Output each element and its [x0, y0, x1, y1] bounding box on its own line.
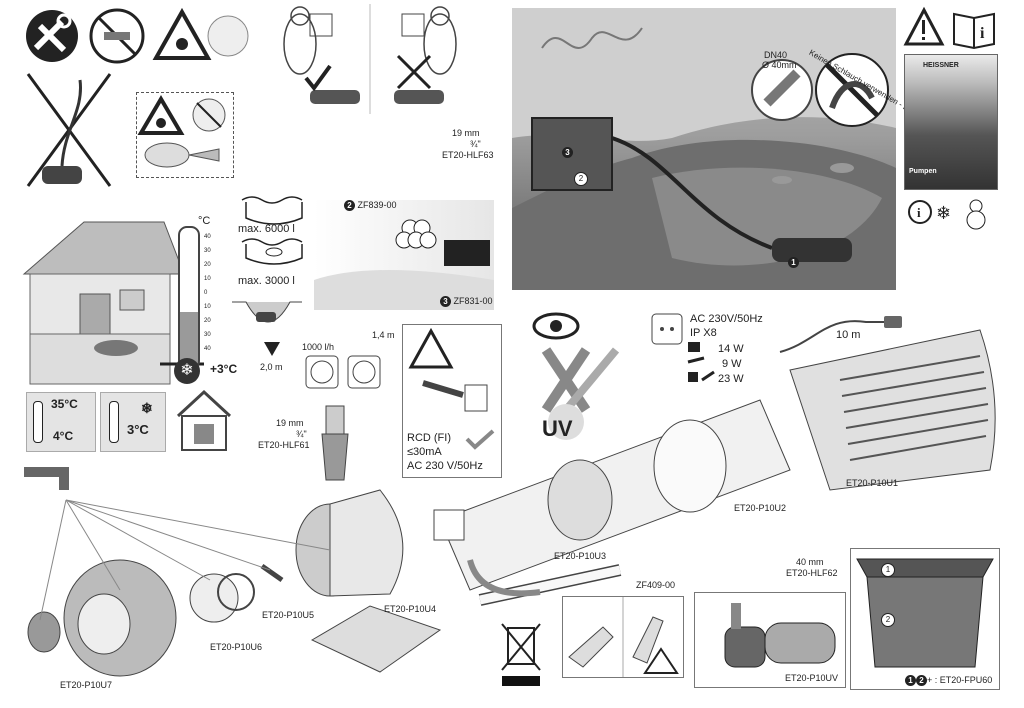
- storage-temp-box: 3°C ❄: [100, 392, 166, 452]
- part-u4-label: ET20-P10U4: [384, 604, 437, 614]
- gloves-illustration: [568, 597, 679, 677]
- freeze-temp-label: +3°C: [210, 362, 238, 376]
- rcd-line-2: ≤30mA: [407, 446, 442, 458]
- hose-mid-code: ET20-HLF61: [258, 440, 310, 450]
- weee-bin-icon: [501, 623, 541, 686]
- svg-text:i: i: [980, 25, 985, 42]
- max-3000-label: max. 3000 l: [238, 275, 295, 287]
- hose-top-code: ET20-HLF63: [442, 150, 494, 160]
- max-6000-label: max. 6000 l: [238, 223, 295, 235]
- rcd-line-3: AC 230 V/50Hz: [407, 460, 483, 472]
- power-uv-label: 9 W: [722, 358, 742, 370]
- uv-label: UV: [542, 416, 573, 441]
- power-consumer-icons: [687, 342, 715, 382]
- power-ac-label: AC 230V/50Hz: [690, 313, 763, 325]
- eye-hazard-box: [136, 92, 234, 178]
- uv-unit-label: ET20-P10UV: [785, 673, 839, 683]
- temp-high-label: 35°C: [51, 397, 78, 411]
- filter-step-2: 2: [881, 609, 895, 627]
- pond-scene: DN40 Ø 40mm Keinen Schlauch verwenden - …: [512, 8, 952, 290]
- rcd-panel: RCD (FI) ≤30mA AC 230 V/50Hz: [402, 324, 502, 478]
- depth-marker-icon: [264, 342, 280, 356]
- snowflake-icon: ❄: [141, 400, 153, 416]
- thermometer-unit: °C: [198, 215, 211, 227]
- zf839-label: 2 ZF839-00: [344, 200, 397, 211]
- pond-capacity-icons: [241, 196, 303, 265]
- hose-top-inch: ¾": [470, 139, 481, 149]
- impeller-icons: [305, 355, 381, 389]
- booklet-title: Pumpen: [909, 168, 937, 175]
- pond-step-3: 3: [562, 142, 573, 160]
- frost-indicator: ❄: [174, 358, 200, 384]
- part-u1-label: ET20-P10U1: [846, 478, 899, 488]
- filter-media-illustration: [314, 219, 494, 310]
- electrical-warning-icon: [408, 327, 488, 412]
- part-u3-label: ET20-P10U3: [554, 551, 607, 561]
- manual-icons: i: [903, 6, 995, 50]
- dn40-mm-label: Ø 40mm: [762, 60, 797, 70]
- filter-media-panel: [314, 200, 494, 310]
- indoor-storage-icon: [176, 389, 232, 451]
- thermometer: [178, 226, 200, 370]
- hand-warning-icon: [152, 7, 249, 60]
- hose-top-size: 19 mm: [452, 128, 480, 138]
- temp-store-label: 3°C: [127, 422, 149, 437]
- safe-installation-scene: [283, 4, 457, 114]
- booklet-brand: HEISSNER: [923, 62, 959, 69]
- pond-step-2: 2: [574, 168, 588, 186]
- operating-temp-box: 35°C 4°C: [26, 392, 96, 452]
- head-label: 1,4 m: [372, 330, 395, 340]
- svg-text:i: i: [917, 205, 921, 220]
- wrench-screwdriver-icon: [26, 10, 78, 62]
- info-frost-icons: i ❄: [908, 199, 986, 230]
- hose-mid-size: 19 mm: [276, 418, 304, 428]
- dn40-label: DN40: [764, 50, 788, 60]
- part-u5-label: ET20-P10U5: [262, 610, 315, 620]
- check-icon: [465, 429, 495, 450]
- depth-label: 2,0 m: [260, 362, 283, 372]
- uv-unit-product-box: ET20-P10UV: [694, 592, 846, 688]
- pond-illustration: [512, 8, 896, 290]
- power-ip-label: IP X8: [690, 327, 717, 339]
- part-u7-label: ET20-P10U7: [60, 680, 113, 690]
- info-icon: [908, 200, 932, 224]
- tool-warning-icons: [22, 6, 249, 68]
- no-cleaning-icon: [89, 8, 145, 64]
- filter-step-1: 1: [881, 559, 895, 577]
- pond-step-1: 1: [788, 252, 799, 270]
- snowflake-icon: ❄: [936, 203, 951, 223]
- thermometer-icon: [109, 401, 119, 443]
- hose-mid-inch: ¾": [296, 429, 307, 439]
- house-winter-scene: [22, 221, 204, 385]
- manual-booklet: HEISSNER Pumpen: [904, 54, 998, 190]
- flow-label: 1000 l/h: [302, 342, 335, 352]
- lamp-handling-box: [562, 596, 684, 678]
- part-u6-label: ET20-P10U6: [210, 642, 263, 652]
- filter-illustration: [856, 558, 994, 668]
- socket-icon: [651, 313, 683, 345]
- thermometer-icon: [33, 401, 43, 443]
- pond-depth-diagram: [232, 301, 302, 323]
- no-lift-by-cable-icon: [26, 73, 112, 187]
- power-total-label: 23 W: [718, 373, 744, 385]
- power-pump-label: 14 W: [718, 343, 744, 355]
- uv-unit-illustration: [724, 603, 836, 668]
- warning-triangle-icon: [137, 95, 226, 168]
- temp-low-label: 4°C: [53, 429, 74, 443]
- hose-filter-code: ET20-HLF62: [786, 568, 838, 578]
- hose-connector: [321, 405, 349, 481]
- zf831-label: 3 ZF831-00: [440, 296, 493, 307]
- part-zf409-label: ZF409-00: [636, 580, 676, 590]
- cable-length-label: 10 m: [836, 329, 861, 341]
- hose-filter-size: 40 mm: [796, 557, 824, 567]
- rcd-line-1: RCD (FI): [407, 432, 451, 444]
- part-u2-label: ET20-P10U2: [734, 503, 787, 513]
